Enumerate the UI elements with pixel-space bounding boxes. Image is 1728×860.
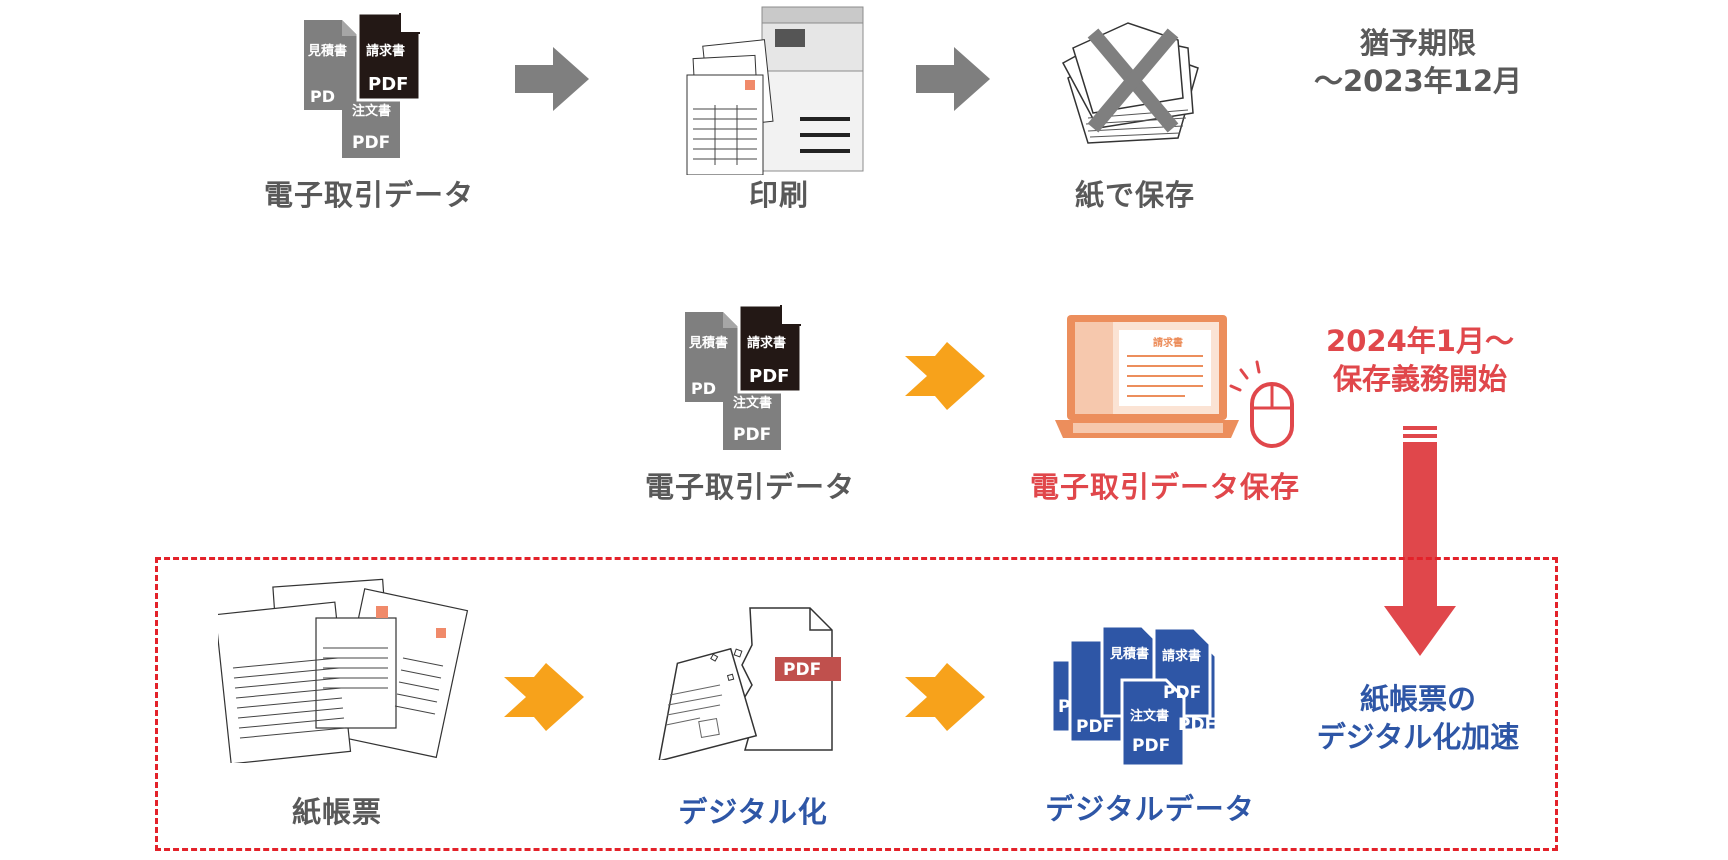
arrow-right-icon xyxy=(504,663,584,731)
label-electronic-data: 電子取引データ xyxy=(644,470,856,504)
label-digital-data: デジタルデータ xyxy=(1045,792,1255,826)
svg-text:注文書: 注文書 xyxy=(733,395,772,411)
svg-text:PDF: PDF xyxy=(783,660,821,680)
arrow-down-icon xyxy=(1384,426,1456,656)
svg-text:請求書: 請求書 xyxy=(366,43,405,59)
svg-text:見積書: 見積書 xyxy=(1109,646,1149,662)
arrow-right-icon xyxy=(916,47,990,111)
pdf-document-stack-icon: 見積書 PD 注文書 PDF 請求書 PDF xyxy=(685,303,803,450)
svg-text:見積書: 見積書 xyxy=(688,335,728,351)
svg-text:注文書: 注文書 xyxy=(352,103,391,119)
svg-text:PD: PD xyxy=(310,87,335,106)
label-print: 印刷 xyxy=(748,178,810,212)
obligation-note: 2024年1月～ 保存義務開始 xyxy=(1326,324,1514,397)
discarded-paper-icon xyxy=(1061,22,1199,144)
svg-text:PDF: PDF xyxy=(352,133,390,153)
svg-text:請求書: 請求書 xyxy=(747,335,786,351)
arrow-right-icon xyxy=(515,47,589,111)
svg-text:P: P xyxy=(1058,697,1070,717)
svg-text:PDF: PDF xyxy=(1178,715,1216,735)
pdf-document-stack-icon: 見積書 PD 注文書 PDF 請求書 PDF xyxy=(304,11,422,158)
svg-text:請求書: 請求書 xyxy=(1153,336,1183,349)
svg-text:PDF: PDF xyxy=(1163,683,1201,703)
svg-text:PDF: PDF xyxy=(1132,736,1170,756)
arrow-right-icon xyxy=(905,663,985,731)
label-paper-storage: 紙で保存 xyxy=(1074,178,1196,212)
svg-text:PDF: PDF xyxy=(749,366,789,387)
laptop-icon: 請求書 xyxy=(1055,315,1294,448)
label-paper-forms: 紙帳票 xyxy=(291,795,383,829)
svg-text:PD: PD xyxy=(691,379,716,398)
digitize-pdf-icon: PDF xyxy=(658,607,841,760)
cross-mark-icon xyxy=(1087,28,1179,133)
arrow-right-icon xyxy=(905,342,985,410)
deadline-note: 猶予期限 ～2023年12月 xyxy=(1313,26,1523,99)
label-electronic-data: 電子取引データ xyxy=(263,178,475,212)
acceleration-note: 紙帳票の デジタル化加速 xyxy=(1316,682,1520,755)
svg-text:請求書: 請求書 xyxy=(1162,648,1201,664)
blue-pdf-stack-icon: P PDF 見積書 請求書 PDF PDF 注文書 PDF xyxy=(1050,624,1218,768)
svg-text:PDF: PDF xyxy=(368,74,408,95)
label-electronic-save: 電子取引データ保存 xyxy=(1029,470,1301,504)
svg-text:注文書: 注文書 xyxy=(1130,708,1169,724)
svg-text:PDF: PDF xyxy=(1076,717,1114,737)
mouse-click-icon xyxy=(1229,360,1294,448)
copier-icon xyxy=(686,6,864,175)
svg-text:見積書: 見積書 xyxy=(307,43,347,59)
paper-digitization-box xyxy=(155,557,1558,851)
svg-text:PDF: PDF xyxy=(733,425,771,445)
label-digitize: デジタル化 xyxy=(678,795,828,829)
paper-forms-icon xyxy=(218,578,469,763)
